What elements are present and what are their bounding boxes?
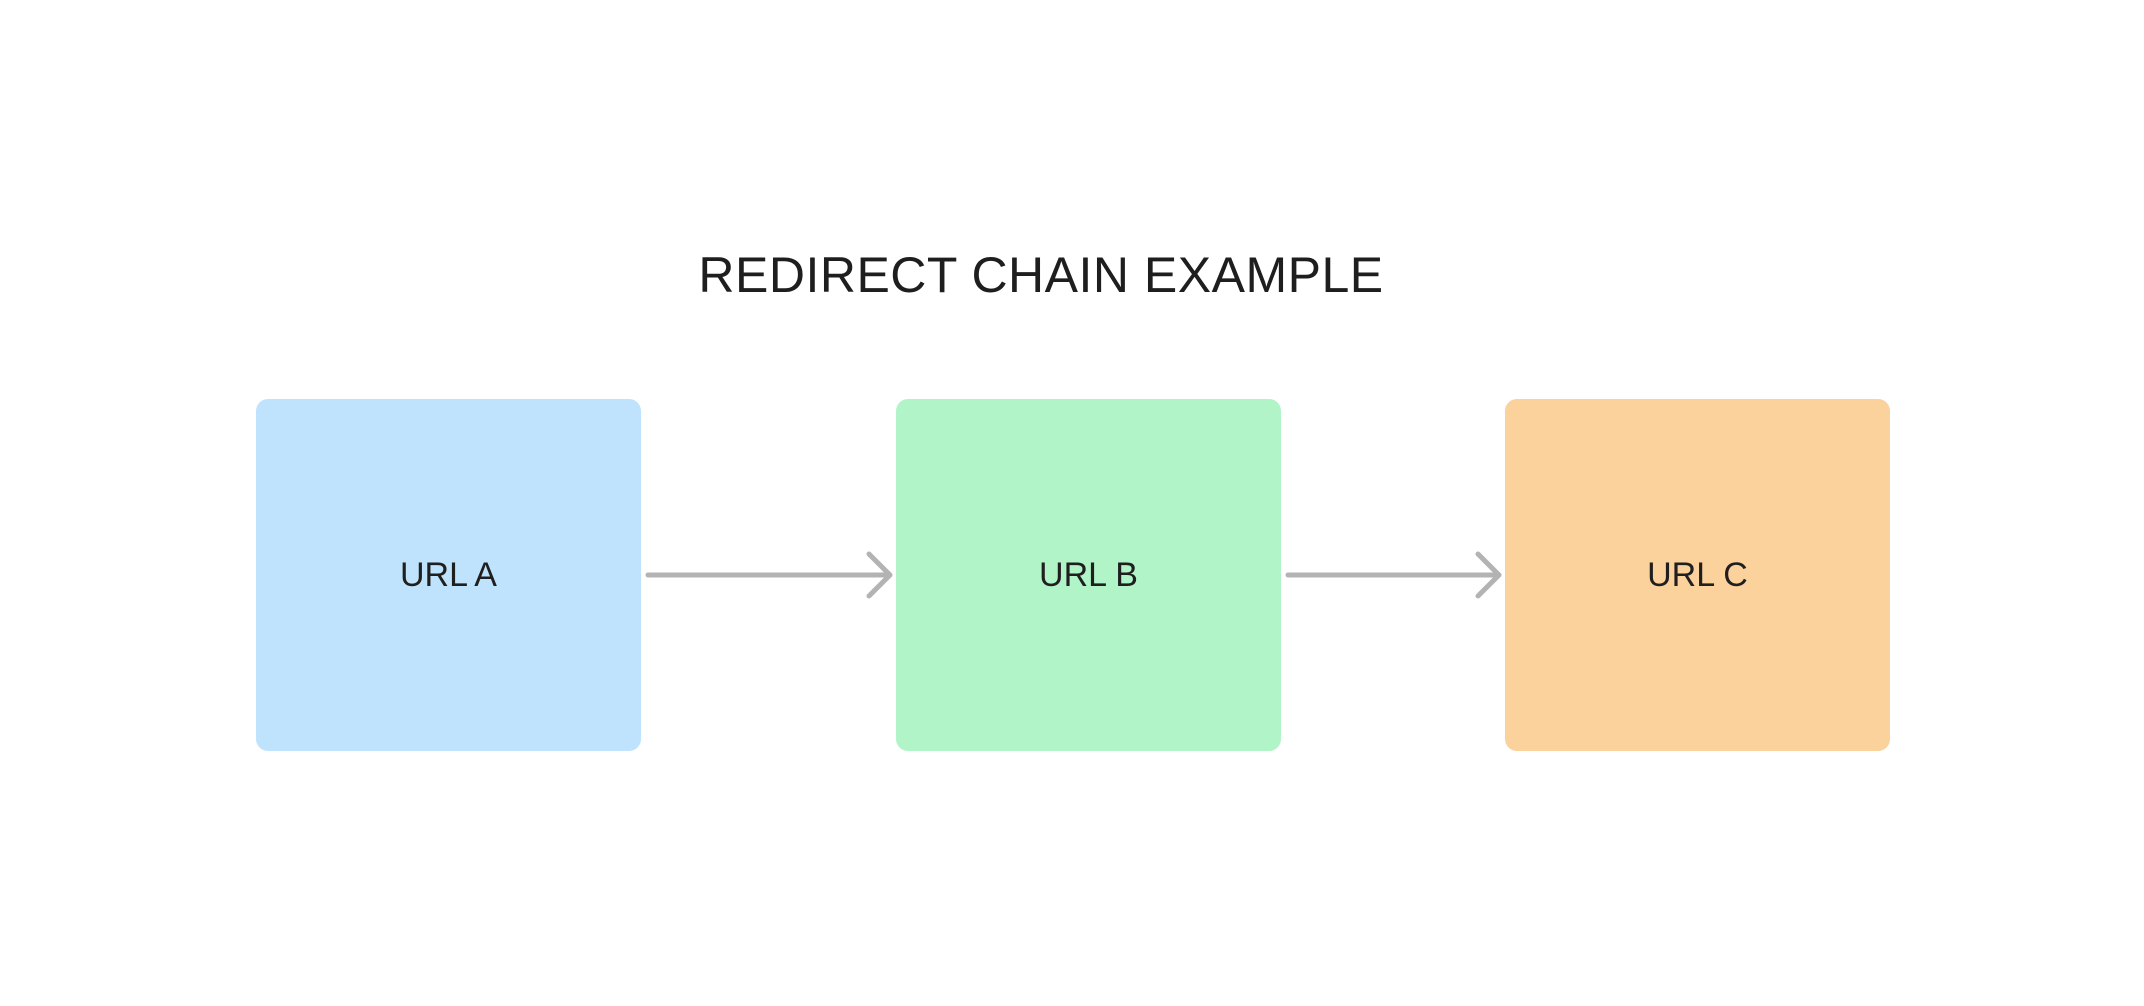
node-url-a: URL A — [256, 399, 641, 751]
diagram-title: REDIRECT CHAIN EXAMPLE — [698, 247, 1384, 303]
node-url-b-label: URL B — [1039, 556, 1138, 594]
node-url-c-label: URL C — [1647, 556, 1748, 594]
node-url-c: URL C — [1505, 399, 1890, 751]
node-url-b: URL B — [896, 399, 1281, 751]
arrow-b-to-c — [1285, 551, 1502, 599]
arrow-a-to-b — [645, 551, 893, 599]
node-url-a-label: URL A — [399, 556, 497, 594]
